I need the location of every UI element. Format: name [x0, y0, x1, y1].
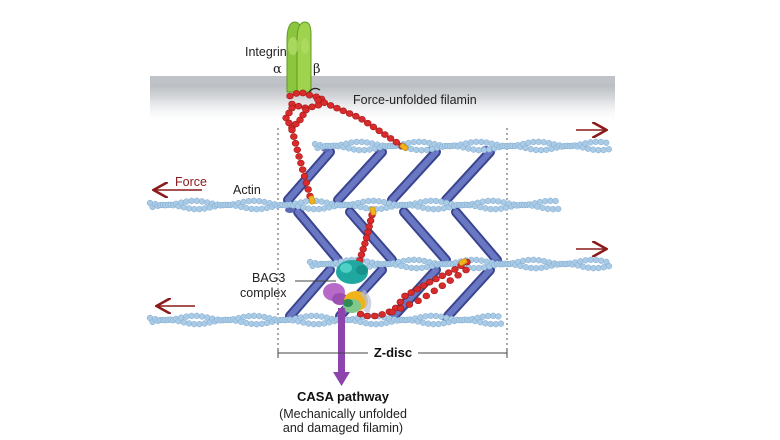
filamin-label: Force-unfolded filamin	[353, 93, 477, 107]
filamin-tip	[308, 195, 316, 205]
z-disc-boundaries	[277, 128, 508, 345]
filamin-pointer	[308, 87, 321, 93]
casa-title: CASA pathway	[297, 389, 390, 404]
bag3-label: BAG3	[252, 271, 285, 285]
filamin-chain	[288, 126, 314, 200]
casa-subtitle-1: (Mechanically unfolded	[279, 407, 407, 421]
force-label: Force	[175, 175, 207, 189]
crosslinker-rods	[283, 146, 503, 321]
filamin-tip	[369, 206, 377, 216]
force-arrows	[155, 130, 605, 306]
integrin-label: Integrin	[245, 45, 287, 59]
actin-filament	[146, 312, 505, 328]
filamin-chain	[354, 211, 376, 270]
cell-membrane	[150, 76, 615, 124]
integrin-receptor	[286, 21, 312, 93]
filamin-chain	[388, 266, 470, 316]
force-unfolded-filamin	[282, 89, 471, 320]
actin-filament	[146, 197, 562, 213]
filamin-tip	[399, 142, 409, 152]
z-disc-label: Z-disc	[374, 345, 412, 360]
alpha-label: α	[273, 62, 282, 77]
complex-label: complex	[240, 286, 287, 300]
actin-filament	[311, 138, 612, 154]
z-disc-bracket	[277, 348, 508, 358]
rod-knob	[285, 207, 295, 213]
filamin-tip	[458, 258, 468, 266]
beta-label: β	[313, 62, 321, 77]
actin-label: Actin	[233, 183, 261, 197]
bag3-complex	[323, 260, 372, 314]
casa-arrow	[333, 308, 350, 386]
actin-filaments	[146, 138, 613, 328]
casa-subtitle-2: and damaged filamin)	[283, 421, 403, 435]
